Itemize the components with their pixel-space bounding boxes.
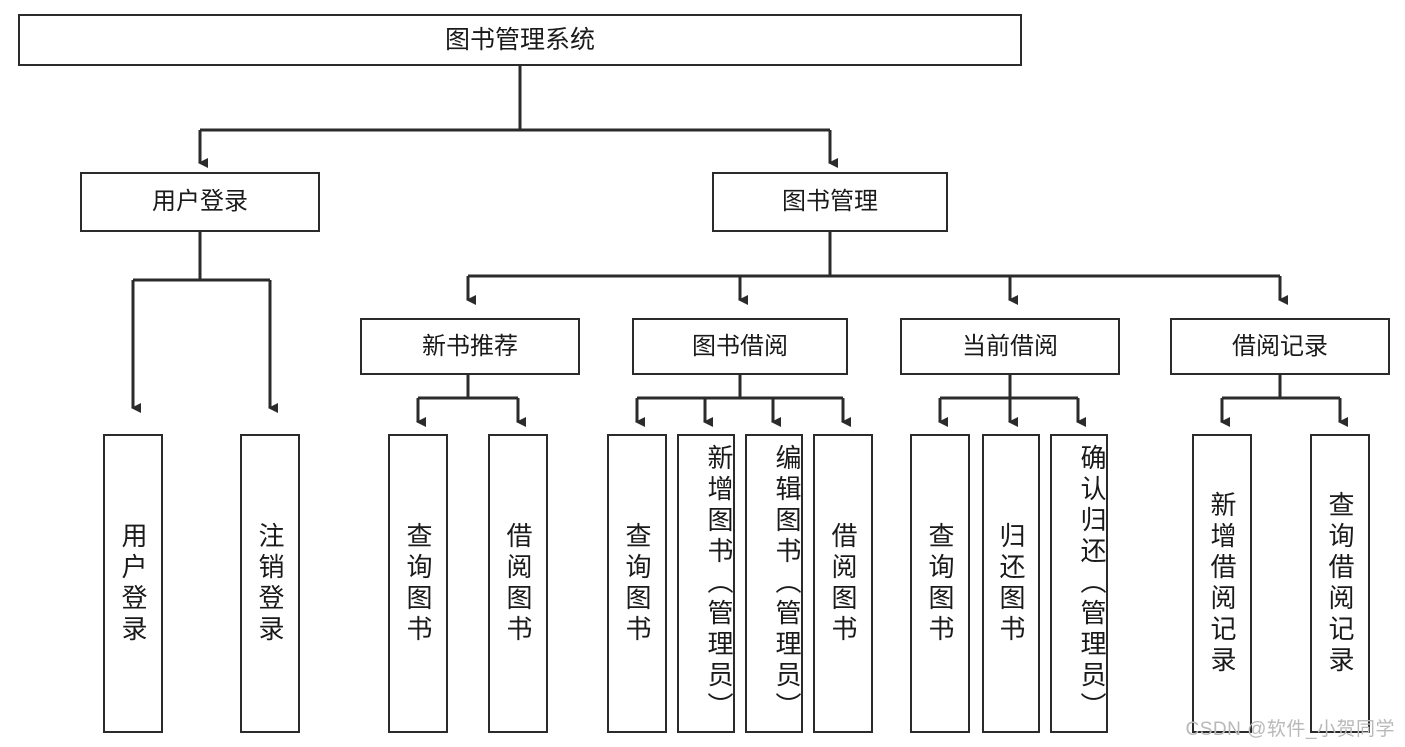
leaf-new-book-query-book[interactable]: 查询图书: [388, 434, 448, 733]
node-current-borrow[interactable]: 当前借阅: [900, 318, 1120, 375]
node-label: 查询图书: [403, 521, 434, 646]
node-label: 新增借阅记录: [1207, 490, 1238, 677]
leaf-book-borrow-query-book[interactable]: 查询图书: [607, 434, 667, 733]
leaf-current-borrow-query-book[interactable]: 查询图书: [910, 434, 970, 733]
node-label: 确认归还（管理员）: [1077, 444, 1107, 723]
node-user-login[interactable]: 用户登录: [80, 172, 320, 232]
leaf-book-borrow-edit-book-admin[interactable]: 编辑图书（管理员）: [745, 434, 803, 733]
node-new-book-recommend[interactable]: 新书推荐: [360, 318, 580, 375]
leaf-user-login-login[interactable]: 用户登录: [103, 434, 163, 733]
node-label: 归还图书: [996, 521, 1027, 646]
node-label: 查询图书: [925, 521, 956, 646]
node-label: 借阅记录: [1232, 332, 1328, 360]
leaf-current-borrow-confirm-return-admin[interactable]: 确认归还（管理员）: [1050, 434, 1108, 733]
node-label: 注销登录: [255, 521, 286, 646]
leaf-borrow-record-query-record[interactable]: 查询借阅记录: [1310, 434, 1370, 733]
leaf-user-login-logout[interactable]: 注销登录: [240, 434, 300, 733]
node-label: 查询图书: [622, 521, 653, 646]
node-label: 借阅图书: [828, 521, 859, 646]
leaf-current-borrow-return-book[interactable]: 归还图书: [982, 434, 1040, 733]
node-label: 图书借阅: [692, 332, 788, 360]
leaf-book-borrow-borrow-book[interactable]: 借阅图书: [813, 434, 873, 733]
leaf-book-borrow-add-book-admin[interactable]: 新增图书（管理员）: [677, 434, 735, 733]
node-label: 用户登录: [118, 521, 149, 646]
node-label: 编辑图书（管理员）: [772, 444, 802, 723]
node-borrow-record[interactable]: 借阅记录: [1170, 318, 1390, 375]
node-label: 当前借阅: [962, 332, 1058, 360]
node-label: 查询借阅记录: [1325, 490, 1356, 677]
node-label: 借阅图书: [503, 521, 534, 646]
node-label: 新增图书（管理员）: [704, 444, 734, 723]
node-book-management[interactable]: 图书管理: [712, 172, 948, 232]
node-label: 图书管理系统: [444, 25, 595, 54]
node-label: 用户登录: [152, 188, 248, 216]
node-label: 图书管理: [782, 188, 878, 216]
leaf-borrow-record-add-record[interactable]: 新增借阅记录: [1192, 434, 1252, 733]
node-label: 新书推荐: [422, 332, 518, 360]
node-book-borrow[interactable]: 图书借阅: [632, 318, 848, 375]
leaf-new-book-borrow-book[interactable]: 借阅图书: [488, 434, 548, 733]
node-root-book-management-system[interactable]: 图书管理系统: [18, 14, 1022, 66]
